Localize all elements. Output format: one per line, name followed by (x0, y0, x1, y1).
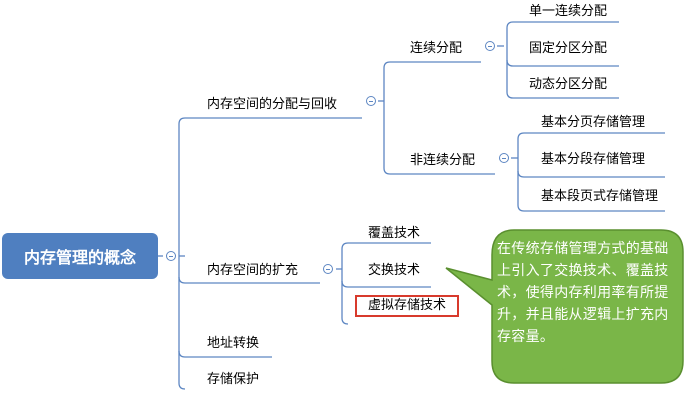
root-label: 内存管理的概念 (23, 248, 136, 267)
node-address[interactable]: 地址转换 (207, 336, 260, 351)
node-contiguous-item[interactable]: 固定分区分配 (529, 41, 608, 56)
node-expand-item[interactable]: 交换技术 (368, 263, 421, 278)
root-node[interactable]: 内存管理的概念 (2, 233, 158, 279)
node-noncontiguous-item[interactable]: 基本段页式存储管理 (541, 189, 659, 204)
node-noncontiguous-item[interactable]: 基本分段存储管理 (541, 152, 646, 167)
node-expand[interactable]: 内存空间的扩充 (207, 263, 299, 278)
alloc-collapse-toggle[interactable] (366, 96, 376, 106)
callout-text: 在传统存储管理方式的基础上引入了交换技术、覆盖技术，使得内存利用率有所提升，并且… (497, 241, 669, 345)
node-noncontiguous[interactable]: 非连续分配 (410, 153, 476, 168)
root-collapse-toggle[interactable] (166, 251, 176, 261)
node-protect[interactable]: 存储保护 (207, 372, 260, 387)
contiguous-collapse-toggle[interactable] (485, 41, 495, 51)
expand-collapse-toggle[interactable] (323, 264, 333, 274)
node-noncontiguous-item[interactable]: 基本分页存储管理 (541, 115, 646, 130)
highlight-box (355, 295, 459, 317)
noncontiguous-collapse-toggle[interactable] (499, 153, 509, 163)
node-contiguous-item[interactable]: 动态分区分配 (529, 77, 608, 92)
node-expand-item[interactable]: 覆盖技术 (368, 226, 421, 241)
node-contiguous-item[interactable]: 单一连续分配 (529, 4, 608, 19)
node-alloc[interactable]: 内存空间的分配与回收 (207, 97, 338, 112)
node-contiguous[interactable]: 连续分配 (410, 41, 463, 56)
callout-bubble (445, 229, 684, 384)
node-expand-item[interactable]: 虚拟存储技术 (368, 298, 447, 313)
